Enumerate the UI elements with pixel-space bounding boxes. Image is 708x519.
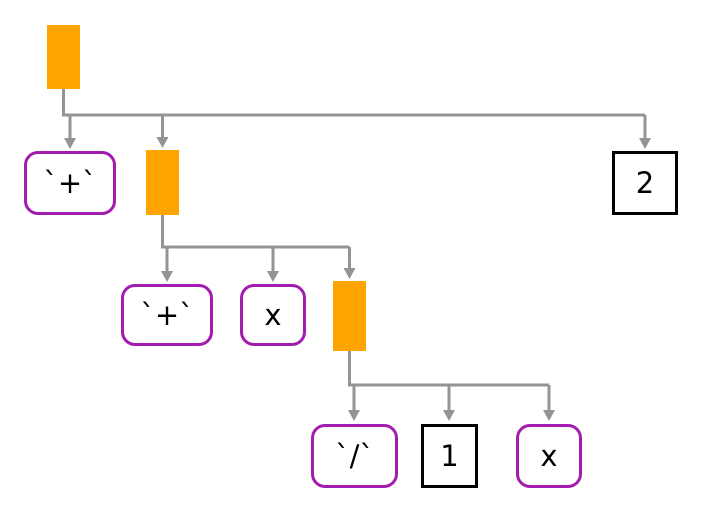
operator-plus-node-2: `+` — [121, 284, 213, 346]
edge-group-apply2 — [161, 215, 356, 282]
arrowhead — [343, 268, 356, 279]
arrowhead — [267, 271, 279, 282]
variable-x-node-2: x — [516, 424, 582, 488]
operator-plus-node-1: `+` — [24, 151, 116, 215]
arrowhead — [64, 138, 76, 149]
literal-1-node: 1 — [421, 424, 478, 488]
arrowhead — [156, 137, 169, 148]
apply-node-3 — [333, 281, 366, 351]
arrowhead — [543, 410, 555, 421]
arrowhead — [443, 410, 455, 421]
variable-x-node-1: x — [240, 284, 306, 346]
operator-divide-node: `/` — [311, 424, 398, 488]
arrowhead — [639, 138, 651, 149]
edge-group-apply3 — [348, 351, 555, 421]
apply-node-2 — [146, 150, 179, 215]
literal-2-node: 2 — [612, 151, 678, 215]
arrowhead — [348, 410, 360, 421]
edge-group-root — [62, 89, 651, 149]
arrowhead — [161, 271, 173, 282]
apply-node-root — [47, 25, 80, 89]
